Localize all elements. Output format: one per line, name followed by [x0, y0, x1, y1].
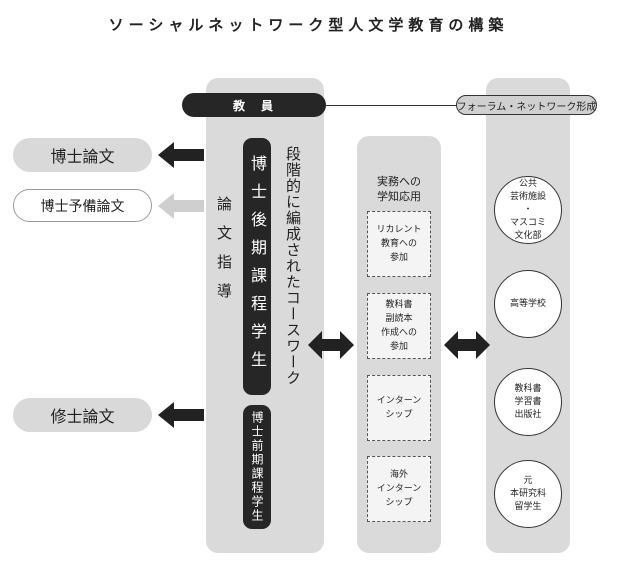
masters-thesis: 修士論文 [13, 398, 152, 432]
practical-item-internship: インターン シップ [367, 375, 431, 441]
diagram-title: ソーシャルネットワーク型人文学教育の構築 [108, 16, 509, 34]
practical-item-text: インターン シップ [376, 396, 422, 420]
institution-text: 高等学校 [509, 298, 546, 309]
institution-public-arts-media: 公共 芸術施設 ・ マスコミ 文化部 [494, 176, 562, 244]
doctoral-early-students: 博士前期課程学生 [243, 405, 271, 529]
institution-text: 教科書 学習書 出版社 [514, 383, 542, 420]
institution-text: 元 本研究科 留学生 [509, 475, 546, 512]
practical-item-text: 海外 インターン シップ [376, 470, 422, 508]
faculty-network-connector [324, 105, 458, 106]
doctoral-preliminary-thesis-text: 博士予備論文 [40, 198, 125, 215]
arrow-to-doctoral-preliminary [158, 193, 204, 219]
doctoral-preliminary-thesis: 博士予備論文 [13, 189, 152, 222]
thesis-guidance-label: 論文指導 [215, 196, 233, 312]
faculty-text: 教 員 [232, 98, 275, 113]
arrow-to-masters [158, 402, 204, 428]
double-arrow-coursework-practical [308, 331, 354, 359]
forum-network-label: フォーラム・ネットワーク形成 [456, 95, 597, 115]
institution-high-school: 高等学校 [494, 270, 562, 338]
faculty-label: 教 員 [182, 93, 326, 117]
practical-item-text: 教科書 副読本 作成への 参加 [380, 300, 417, 352]
practical-heading: 実務への 学知応用 [357, 159, 441, 204]
doctoral-late-students: 博士後期課程学生 [243, 138, 271, 395]
institution-text: 公共 芸術施設 ・ マスコミ 文化部 [509, 178, 546, 241]
forum-network-text: フォーラム・ネットワーク形成 [456, 101, 597, 113]
practical-heading-text: 実務への 学知応用 [377, 175, 421, 203]
institution-former-intl-students: 元 本研究科 留学生 [494, 460, 562, 528]
double-arrow-practical-institutions [444, 331, 490, 359]
practical-item-recurrent: リカレント 教育への 参加 [367, 211, 431, 277]
practical-item-textbook: 教科書 副読本 作成への 参加 [367, 293, 431, 359]
practical-item-text: リカレント 教育への 参加 [376, 225, 422, 263]
staged-coursework-label: 段階的に編成されたコースワーク [284, 146, 302, 386]
doctoral-thesis: 博士論文 [13, 138, 152, 172]
doctoral-early-students-text: 博士前期課程学生 [250, 411, 264, 523]
arrow-to-doctoral [158, 142, 204, 168]
institution-textbook-publisher: 教科書 学習書 出版社 [494, 368, 562, 436]
practical-item-overseas-internship: 海外 インターン シップ [367, 456, 431, 522]
doctoral-thesis-text: 博士論文 [50, 147, 115, 166]
doctoral-late-students-text: 博士後期課程学生 [248, 154, 267, 379]
masters-thesis-text: 修士論文 [50, 407, 115, 426]
